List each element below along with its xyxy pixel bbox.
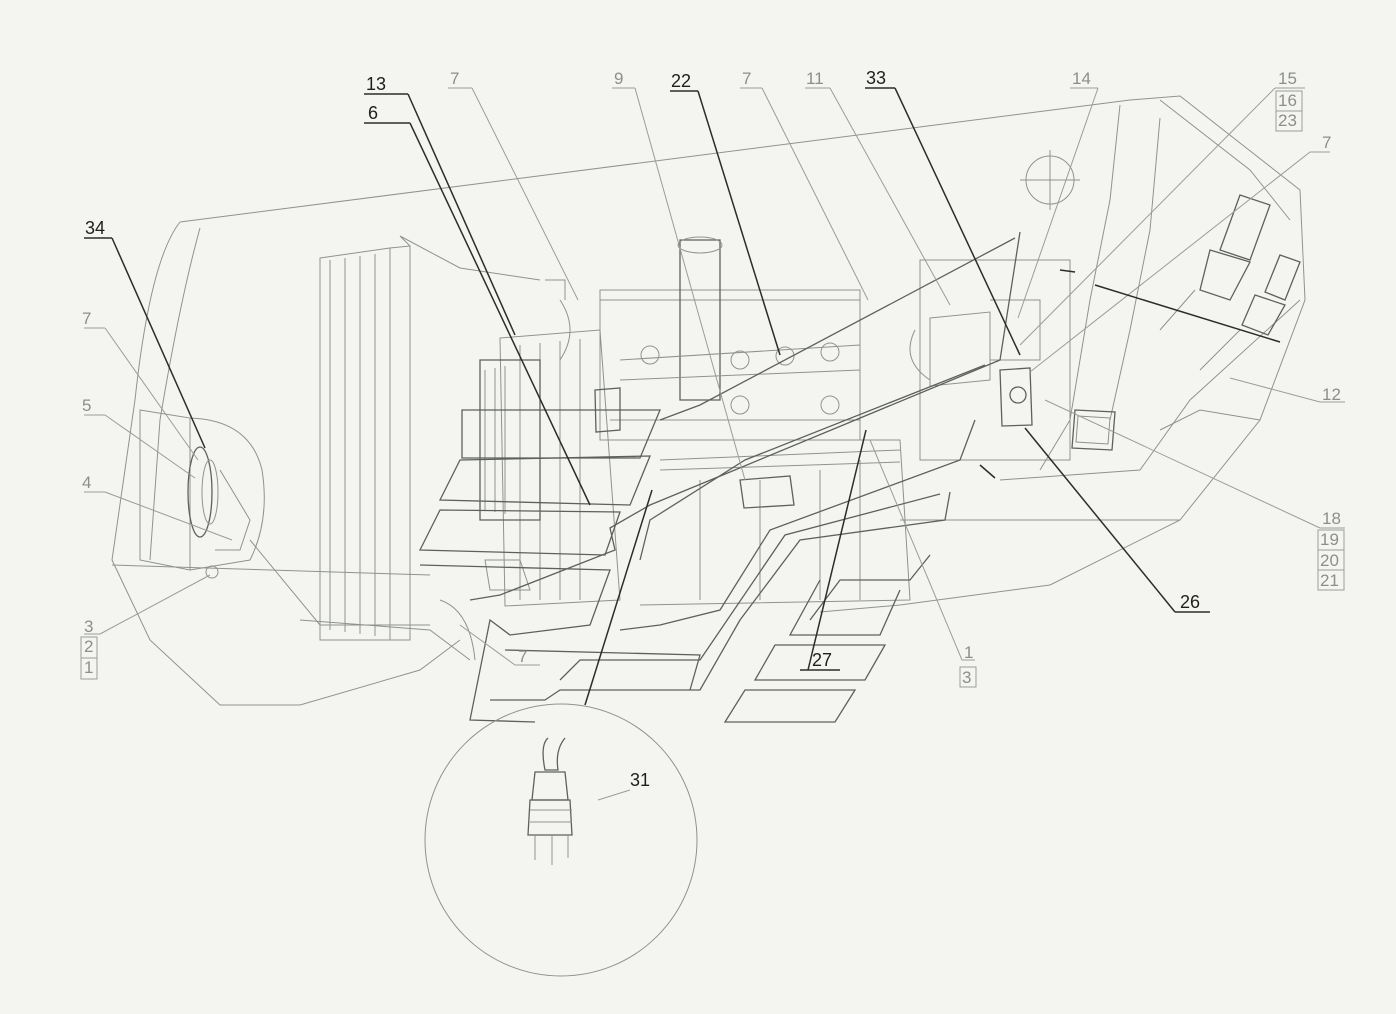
- callout-26: 26: [1180, 592, 1200, 612]
- callout-2: 2: [84, 637, 93, 656]
- callout-3: 3: [962, 668, 971, 687]
- callout-12: 12: [1322, 385, 1341, 404]
- callout-18: 18: [1322, 509, 1341, 528]
- fan-assembly: [139, 409, 430, 626]
- callout-5: 5: [82, 396, 91, 415]
- leader-lines: [84, 87, 1345, 801]
- callout-20: 20: [1320, 551, 1339, 570]
- callout-1: 1: [84, 658, 93, 677]
- callout-1: 1: [964, 643, 973, 662]
- callout-33: 33: [866, 68, 886, 88]
- callout-23: 23: [1278, 111, 1297, 130]
- callout-31: 31: [630, 770, 650, 790]
- right-side-components: [909, 194, 1301, 461]
- callout-19: 19: [1320, 530, 1339, 549]
- wiring-harness: [418, 231, 1021, 723]
- callout-27: 27: [812, 650, 832, 670]
- callout-22: 22: [671, 71, 691, 91]
- callout-3: 3: [84, 617, 93, 636]
- callout-21: 21: [1320, 571, 1339, 590]
- callout-13: 13: [366, 74, 386, 94]
- callout-15: 15: [1278, 69, 1297, 88]
- radiator: [299, 235, 541, 661]
- label-boxes: [80, 90, 1345, 688]
- callout-34: 34: [85, 218, 105, 238]
- engine-block: [439, 236, 911, 661]
- vehicle-body-outline: [111, 95, 1306, 706]
- callout-7: 7: [742, 69, 751, 88]
- callout-16: 16: [1278, 91, 1297, 110]
- callout-7: 7: [82, 309, 91, 328]
- callout-11: 11: [806, 69, 824, 88]
- callout-6: 6: [368, 103, 378, 123]
- detail-circle: [424, 703, 698, 977]
- callout-labels: 34 13 6 7 9 22 7 11 33 14 15 16 23 7 7 5…: [82, 68, 1341, 790]
- callout-14: 14: [1072, 69, 1091, 88]
- callout-4: 4: [82, 473, 91, 492]
- callout-7: 7: [1322, 133, 1331, 152]
- callout-7: 7: [450, 69, 459, 88]
- callout-7: 7: [518, 647, 527, 666]
- callout-9: 9: [614, 69, 623, 88]
